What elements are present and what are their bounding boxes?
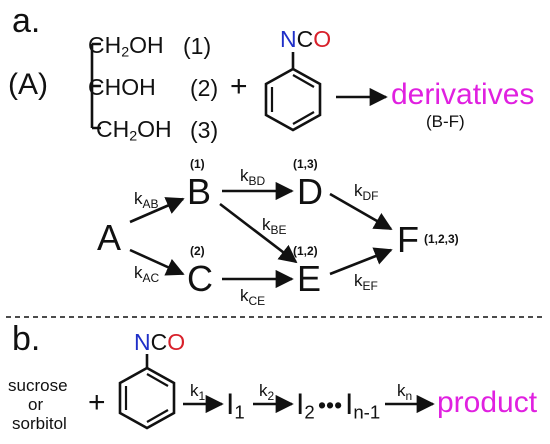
rate-kce-sub: CE (248, 294, 266, 308)
arrow-a-b (129, 197, 185, 224)
node-b-position: (1) (190, 157, 205, 171)
arrow-e-f (329, 247, 393, 276)
ellipsis-dots: ••• (318, 392, 343, 418)
oxygen-atom-a: O (313, 26, 332, 52)
rate-kef-sub: EF (362, 279, 378, 293)
reactant-b-line3: sorbitol (12, 414, 67, 433)
rate-k1: k1 (190, 382, 205, 402)
glycerol-group-3: CH2OH (96, 118, 172, 144)
derivatives-label: derivatives (391, 78, 535, 111)
reactant-b-line2: or (28, 395, 44, 414)
intermediate-1-main: I (226, 388, 235, 421)
carbon-atom-b: C (150, 329, 168, 355)
intermediate-n-1-sub: n-1 (353, 401, 381, 423)
intermediate-n-1: In-1 (345, 390, 380, 422)
plus-sign-a: + (230, 70, 248, 103)
rate-kn: kn (397, 382, 412, 402)
rate-kac-k: k (134, 263, 143, 282)
rate-kac-sub: AC (142, 271, 160, 285)
oxygen-atom-b: O (167, 329, 186, 355)
nitrogen-atom-a: N (280, 26, 297, 52)
rate-k2: k2 (259, 382, 274, 402)
rate-kdf-k: k (354, 181, 363, 200)
rate-kbe-sub: BE (270, 223, 287, 237)
rate-k2-k: k (259, 381, 268, 400)
rate-kab: kAB (134, 190, 159, 210)
glycerol-group-1-sub: 2 (121, 44, 130, 61)
benzene-ring-b (118, 354, 176, 430)
arrow-b-e (219, 202, 298, 264)
rate-kn-k: k (397, 381, 406, 400)
glycerol-group-2: CHOH (88, 74, 156, 100)
intermediate-2: I2 (296, 390, 315, 422)
rate-kdf-sub: DF (362, 189, 379, 203)
arrow-a-c (129, 248, 185, 276)
rate-kef-k: k (354, 271, 363, 290)
node-a: A (97, 217, 122, 258)
rate-kbe-k: k (262, 215, 271, 234)
rate-kdf: kDF (354, 182, 379, 202)
rate-k1-sub: 1 (198, 389, 206, 403)
glycerol-group-1-position: (1) (183, 33, 212, 59)
product-label: product (437, 386, 538, 419)
node-d: D (297, 171, 323, 212)
node-e-position: (1,2) (293, 244, 318, 258)
plus-sign-b: + (88, 386, 106, 419)
rate-kbd-k: k (240, 166, 249, 185)
section-b-label: b. (12, 320, 41, 358)
intermediate-1: I1 (226, 390, 245, 422)
section-a-label: a. (12, 2, 41, 40)
rate-kbd: kBD (240, 167, 265, 187)
glycerol-group-3-tail: OH (137, 116, 172, 142)
intermediate-1-sub: 1 (234, 401, 245, 423)
rate-kbd-sub: BD (248, 174, 266, 188)
node-f: F (397, 219, 419, 260)
rate-k1-k: k (190, 381, 199, 400)
isocyanate-group-a: NCO (280, 28, 331, 51)
glycerol-group-3-position: (3) (190, 117, 219, 143)
rate-kbe: kBE (262, 216, 287, 236)
glycerol-group-3-sub: 2 (129, 128, 138, 145)
glycerol-group-2-position: (2) (190, 75, 219, 101)
glycerol-backbone-line (90, 42, 101, 130)
glycerol-group-1: CH2OH (88, 34, 164, 60)
reactant-a-label: (A) (8, 68, 48, 101)
node-c: C (187, 258, 213, 299)
rate-k2-sub: 2 (267, 389, 275, 403)
carbon-atom-a: C (296, 26, 314, 52)
arrow-d-f (329, 192, 393, 231)
intermediate-2-sub: 2 (304, 401, 315, 423)
rate-kn-sub: n (405, 389, 413, 403)
rate-kce: kCE (240, 287, 265, 307)
rate-kab-sub: AB (142, 197, 159, 211)
glycerol-group-3-main: CH (96, 116, 130, 142)
node-d-position: (1,3) (293, 157, 318, 171)
isocyanate-group-b: NCO (134, 331, 185, 354)
node-c-position: (2) (190, 244, 205, 258)
node-e: E (297, 258, 322, 299)
rate-kef: kEF (354, 272, 378, 292)
intermediate-n-1-main: I (345, 388, 354, 421)
node-b: B (187, 171, 212, 212)
rate-kac: kAC (134, 264, 159, 284)
nitrogen-atom-b: N (134, 329, 151, 355)
intermediate-2-main: I (296, 388, 305, 421)
reactant-b-line1: sucrose (8, 376, 68, 395)
glycerol-group-1-tail: OH (129, 32, 164, 58)
glycerol-group-1-main: CH (88, 32, 122, 58)
rate-kce-k: k (240, 286, 249, 305)
benzene-ring-a (264, 52, 322, 132)
node-f-position: (1,2,3) (424, 232, 459, 246)
rate-kab-k: k (134, 189, 143, 208)
derivatives-range: (B-F) (426, 112, 465, 131)
